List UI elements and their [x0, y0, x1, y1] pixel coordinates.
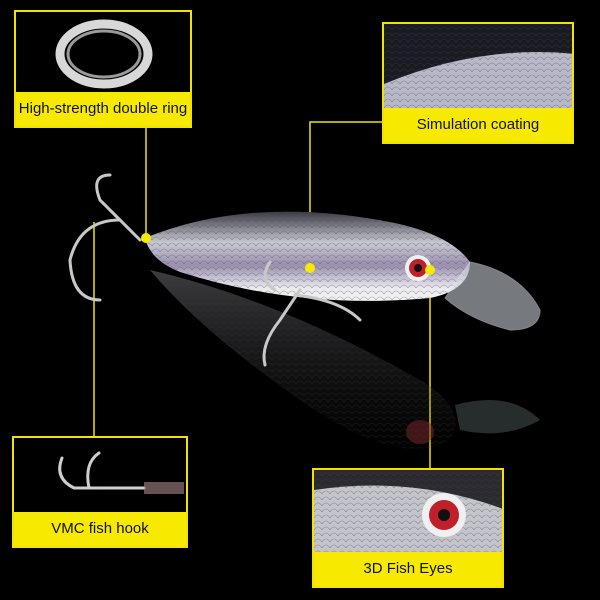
treble-hooks: [68, 173, 362, 367]
fish-scale-closeup-icon: [384, 24, 572, 112]
callout-vmc-hook: VMC fish hook: [12, 436, 188, 548]
lure-reflection: [150, 270, 540, 449]
treble-hook-icon: [58, 451, 184, 494]
lure-body: [141, 211, 541, 331]
callout-label-eyes: 3D Fish Eyes: [314, 552, 502, 586]
callout-3d-fish-eyes: 3D Fish Eyes: [312, 468, 504, 588]
callout-label-hook: VMC fish hook: [14, 512, 186, 546]
callout-double-ring: High-strength double ring: [14, 10, 192, 128]
callout-simulation-coating: Simulation coating: [382, 22, 574, 144]
fish-eye-closeup-icon: [314, 470, 502, 556]
callout-label-coating: Simulation coating: [384, 108, 572, 142]
split-ring-icon: [55, 19, 153, 89]
callout-label-ring: High-strength double ring: [16, 92, 190, 126]
